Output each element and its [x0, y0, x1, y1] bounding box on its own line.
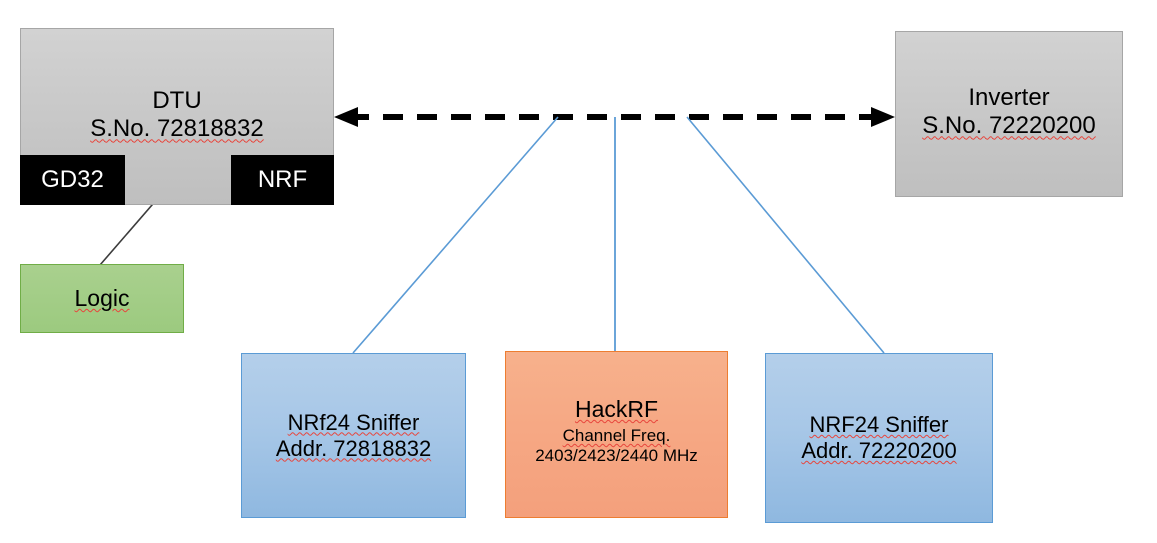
hackrf-frequencies: 2403/2423/2440 MHz: [535, 446, 698, 466]
sniffer-right-tap: [686, 116, 885, 354]
dtu-inverter-rf-link: [334, 107, 895, 127]
nrf-label: NRF: [257, 165, 308, 193]
sniffer-right-line2: Addr. 72220200: [801, 438, 957, 463]
dtu-serial: S.No. 72818832: [90, 115, 264, 143]
sniffer-left-line2: Addr. 72818832: [275, 435, 432, 461]
nrf-chip[interactable]: NRF: [231, 155, 334, 205]
logic-label: Logic: [74, 284, 130, 311]
gd32-chip[interactable]: GD32: [20, 155, 125, 205]
inverter-node[interactable]: Inverter S.No. 72220200: [895, 31, 1123, 197]
dtu-title: DTU: [152, 87, 202, 114]
inverter-title: Inverter: [968, 84, 1050, 111]
arrowhead-left: [334, 107, 358, 127]
arrowhead-right: [871, 107, 895, 127]
inverter-serial: S.No. 72220200: [922, 112, 1096, 140]
gd32-label: GD32: [41, 165, 104, 193]
sniffer-right-line1: NRF24 Sniffer: [809, 412, 949, 438]
sniffer-left-line1: NRf24 Sniffer: [287, 409, 420, 435]
hackrf-node[interactable]: HackRF Channel Freq. 2403/2423/2440 MHz: [505, 351, 728, 518]
sniffer-left-tap: [352, 116, 559, 354]
hackrf-title: HackRF: [574, 396, 659, 422]
logic-analyzer-node[interactable]: Logic: [20, 264, 184, 333]
sniffer-left-node[interactable]: NRf24 Sniffer Addr. 72818832: [241, 353, 466, 518]
sniffer-right-node[interactable]: NRF24 Sniffer Addr. 72220200: [765, 353, 993, 523]
hackrf-subtitle: Channel Freq.: [562, 426, 671, 446]
